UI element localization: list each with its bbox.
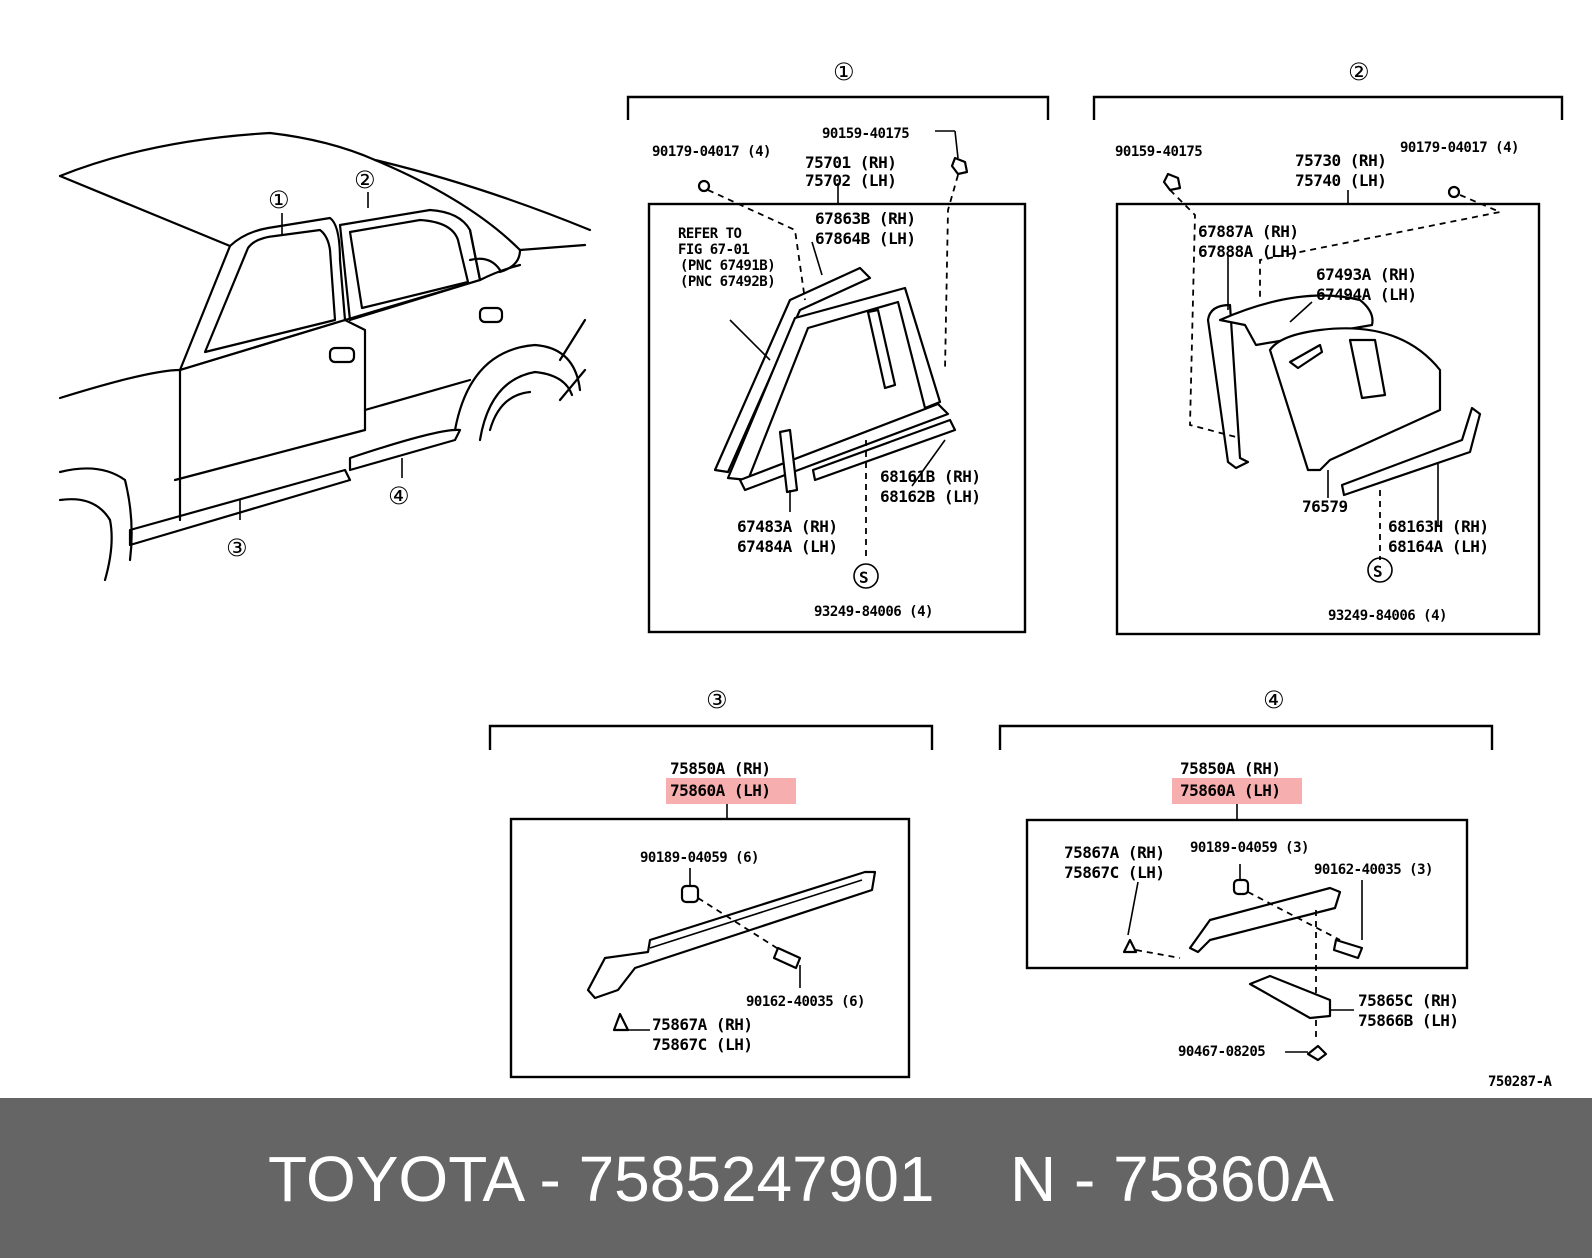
group-4-rivet: 90467-08205 — [1178, 1044, 1265, 1060]
group-4-bracket-lh: 75866B (LH) — [1358, 1011, 1458, 1030]
molding-part — [586, 870, 877, 1000]
car-callout-4: ④ — [388, 482, 409, 510]
group-3-part-rh: 75850A (RH) — [670, 759, 770, 778]
group-1-screw-top: 90159-40175 — [822, 126, 909, 142]
group-4-label: ④ — [1263, 686, 1284, 714]
screw-icon — [1162, 172, 1182, 192]
bracket-part — [1248, 974, 1332, 1020]
group-3-part-lh: 75860A (LH) — [670, 781, 770, 800]
group-1-div-lh: 67484A (LH) — [737, 537, 837, 556]
parts-diagram: ① ② ③ ④ ① S 90179-04017 (4) 90159-40 — [58, 58, 1564, 1090]
group-2-clip-top: 90179-04017 (4) — [1400, 140, 1519, 156]
screw-icon — [1332, 938, 1364, 960]
group-1-screw-bottom: 93249-84006 (4) — [814, 604, 933, 620]
group-2-part-lh: 75740 (LH) — [1295, 171, 1386, 190]
group-3-highlight — [666, 778, 796, 804]
group-1-div-rh: 67483A (RH) — [737, 517, 837, 536]
car-callout-2: ② — [354, 166, 375, 194]
nut-icon — [1232, 878, 1250, 896]
group-2-seal-lh: 67888A (LH) — [1198, 242, 1298, 261]
group-2-part-rh: 75730 (RH) — [1295, 151, 1386, 170]
clip-icon — [1122, 938, 1138, 954]
group-1-clip-top: 90179-04017 (4) — [652, 144, 771, 160]
group-1-part-rh: 75701 (RH) — [805, 153, 896, 172]
figure-id: 750287-A — [1488, 1074, 1553, 1090]
group-1-weather-rh: 67863B (RH) — [815, 209, 915, 228]
group-3-clip-lh: 75867C (LH) — [652, 1035, 752, 1054]
car-callout-3: ③ — [226, 534, 247, 562]
group-1-refer-2: FIG 67-01 — [678, 242, 749, 258]
group-1-refer-4: (PNC 67492B) — [680, 274, 775, 290]
group-2-run-lh: 67494A (LH) — [1316, 285, 1416, 304]
group-1-weather-lh: 67864B (LH) — [815, 229, 915, 248]
nut-icon — [680, 884, 700, 904]
screw-icon — [772, 946, 802, 970]
group-4-part-rh: 75850A (RH) — [1180, 759, 1280, 778]
group-3-rocker-molding: ③ 75850A (RH) 75860A (LH) 90189-04059 (6… — [488, 686, 934, 1079]
molding-part — [1188, 886, 1342, 954]
group-2-belt-rh: 68163H (RH) — [1388, 517, 1488, 536]
group-3-screw: 90162-40035 (6) — [746, 994, 865, 1010]
group-2-s-symbol: S — [1373, 562, 1382, 581]
car-illustration: ① ② ③ ④ — [58, 131, 592, 582]
screw-icon — [950, 156, 969, 176]
group-1-belt-lh: 68162B (LH) — [880, 487, 980, 506]
group-4-nut: 90189-04059 (3) — [1190, 840, 1309, 856]
group-4-clip-lh: 75867C (LH) — [1064, 863, 1164, 882]
car-callout-1: ① — [268, 186, 289, 214]
clip-icon — [1447, 185, 1461, 199]
group-1-label: ① — [833, 58, 854, 86]
group-3-nut: 90189-04059 (6) — [640, 850, 759, 866]
group-2-belt-lh: 68164A (LH) — [1388, 537, 1488, 556]
group-2-clip: 76579 — [1302, 497, 1348, 516]
group-2-seal-rh: 67887A (RH) — [1198, 222, 1298, 241]
rivet-icon — [1306, 1044, 1328, 1062]
group-2-run-rh: 67493A (RH) — [1316, 265, 1416, 284]
group-2-label: ② — [1348, 58, 1369, 86]
footer-pnc: N - 75860A — [1010, 1143, 1334, 1215]
clip-icon — [612, 1012, 630, 1032]
group-4-highlight — [1172, 778, 1302, 804]
footer-banner: TOYOTA - 7585247901 N - 75860A — [0, 1098, 1592, 1258]
group-1-front-door-frame: ① S 90179-04017 (4) 90159-40175 75701 (R… — [626, 58, 1050, 634]
group-1-refer-1: REFER TO — [678, 226, 742, 242]
group-3-label: ③ — [706, 686, 727, 714]
group-1-belt-rh: 68161B (RH) — [880, 467, 980, 486]
group-4-screw: 90162-40035 (3) — [1314, 862, 1433, 878]
group-4-rear-rocker-molding: ④ 75850A (RH) 75860A (LH) 75867A (RH) 75… — [998, 686, 1494, 1062]
group-2-rear-door-frame: ② S 90159-40175 90179-04017 (4) 75730 (R… — [1092, 58, 1564, 636]
group-1-refer-3: (PNC 67491B) — [680, 258, 775, 274]
clip-icon — [697, 179, 711, 193]
group-1-s-symbol: S — [859, 568, 868, 587]
group-2-screw-top: 90159-40175 — [1115, 144, 1202, 160]
group-1-part-lh: 75702 (LH) — [805, 171, 896, 190]
group-2-screw-bottom: 93249-84006 (4) — [1328, 608, 1447, 624]
group-4-part-lh: 75860A (LH) — [1180, 781, 1280, 800]
footer-part-number: TOYOTA - 7585247901 — [268, 1143, 935, 1215]
group-4-bracket-rh: 75865C (RH) — [1358, 991, 1458, 1010]
group-4-clip-rh: 75867A (RH) — [1064, 843, 1164, 862]
group-3-clip-rh: 75867A (RH) — [652, 1015, 752, 1034]
